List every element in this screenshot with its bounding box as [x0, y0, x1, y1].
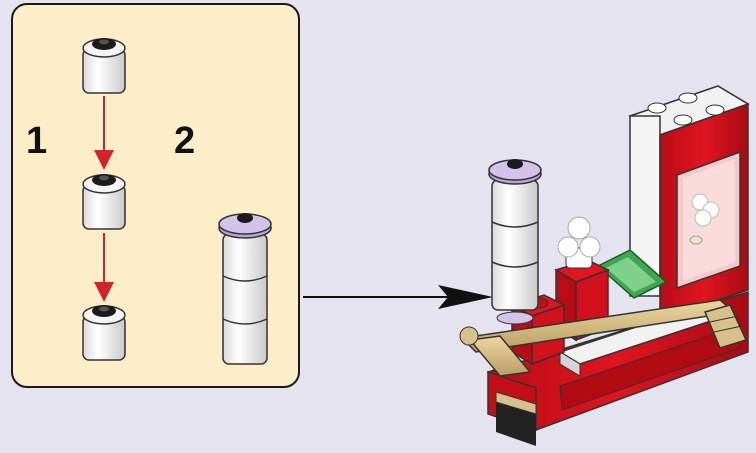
- plate-round-lavender-icon: [218, 213, 272, 239]
- stacked-column-result: [218, 213, 272, 365]
- money-note-tile-icon: [596, 249, 668, 299]
- built-model: [459, 85, 750, 446]
- step-number-1: 1: [26, 120, 48, 162]
- step-number-2: 2: [174, 120, 196, 162]
- ice-cream-scoop-icon: [557, 216, 601, 258]
- placement-arrow: [303, 285, 493, 309]
- round-brick-white-icon: [82, 305, 126, 361]
- round-brick-white-icon: [82, 38, 126, 94]
- round-brick-white-icon: [82, 174, 126, 230]
